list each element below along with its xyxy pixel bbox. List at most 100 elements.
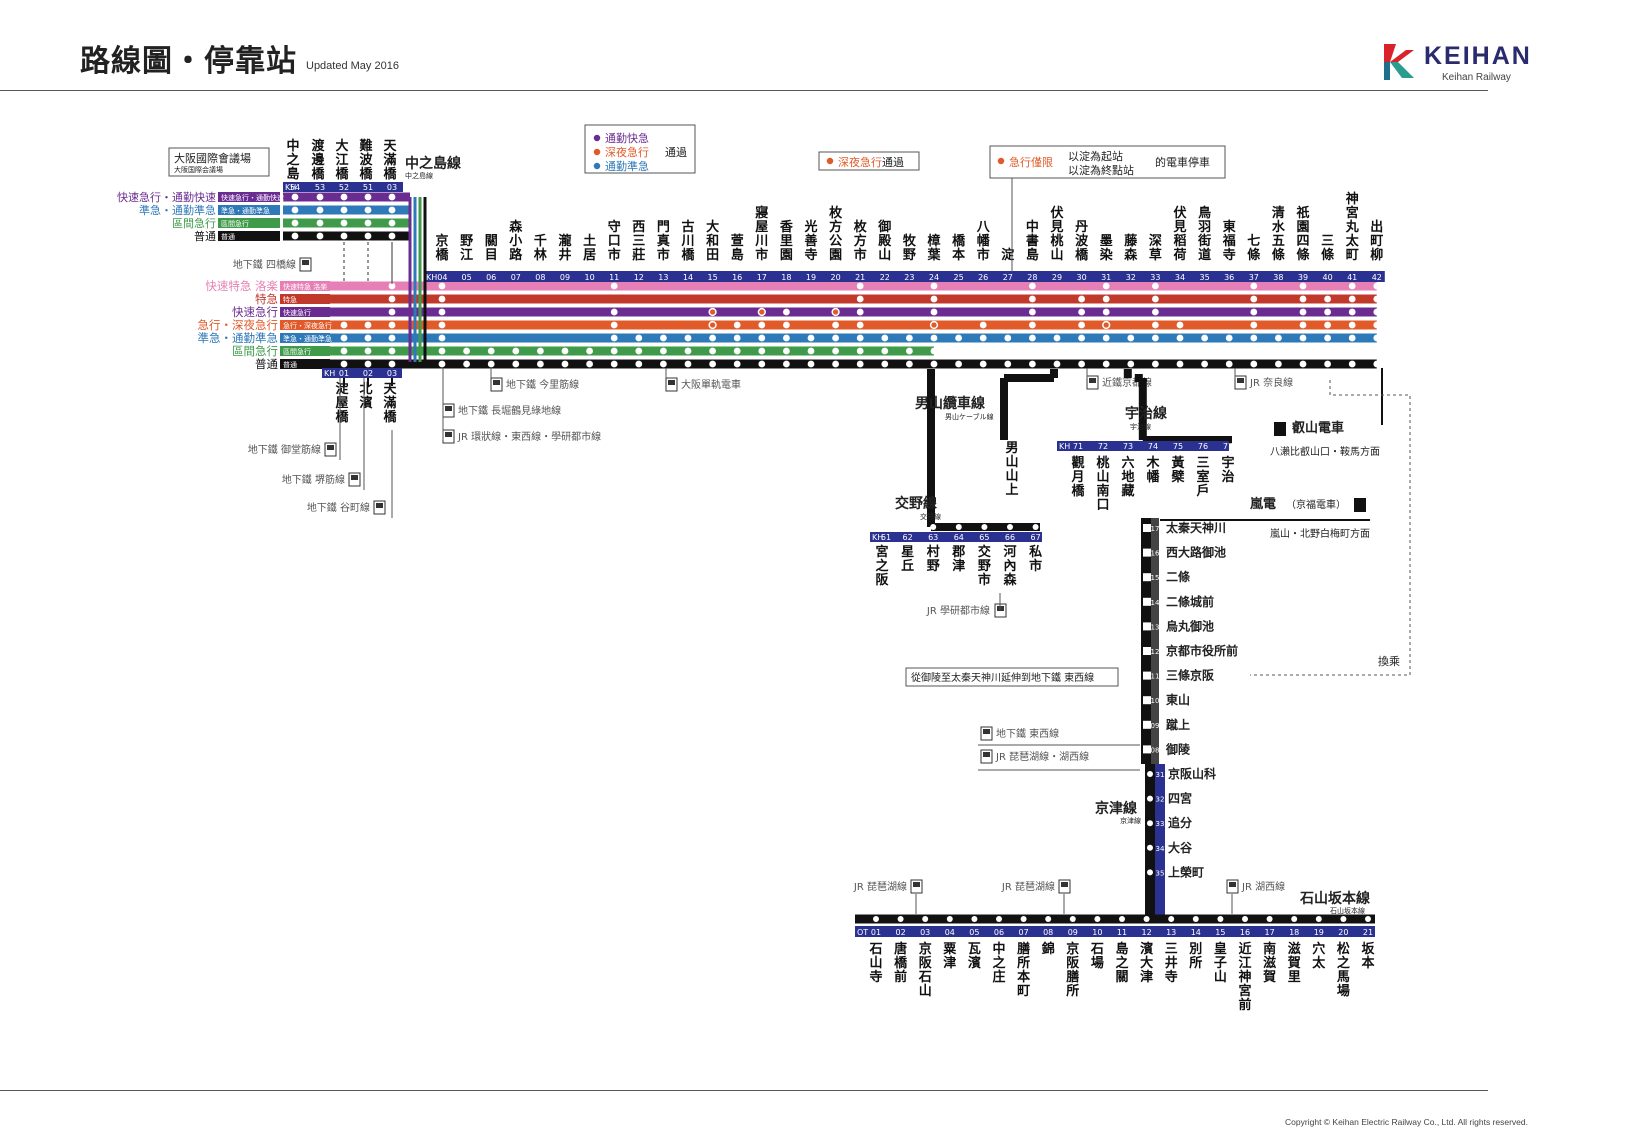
service-stop: [856, 321, 864, 329]
station-number: 15: [1215, 928, 1225, 937]
station-number: 05: [462, 273, 472, 282]
pass-marker: [592, 147, 602, 157]
station-name: 四宮: [1168, 791, 1192, 806]
station-dot: [1007, 524, 1013, 530]
station-dot: [981, 524, 988, 530]
pass-marker: [1102, 320, 1111, 330]
service-stop: [487, 360, 495, 368]
service-stop: [388, 321, 396, 329]
service-stop: [340, 360, 348, 368]
service-stop: [1299, 334, 1307, 342]
service-stop: [316, 206, 324, 214]
service-stop: [388, 193, 396, 201]
station-name: 大和田: [706, 219, 719, 263]
service-legend-tag-text: 普通: [283, 360, 297, 369]
station-number: 33: [1156, 820, 1165, 828]
station-name: 御殿山: [877, 219, 892, 263]
station-name: 滋賀里: [1287, 941, 1301, 985]
line-name: 中之島線: [405, 155, 461, 172]
station-number: 08: [1043, 928, 1053, 937]
service-stop: [364, 232, 372, 240]
station-name: 宇治: [1221, 455, 1234, 485]
station-number: 06: [486, 273, 496, 282]
service-stop: [1152, 282, 1159, 290]
pass-legend-box: [584, 124, 696, 174]
service-stop: [512, 360, 520, 368]
station-name: 祇園四條: [1295, 205, 1309, 263]
service-legend-tag-text: 快速特急 洛楽: [283, 282, 327, 291]
station-number: 08: [1151, 746, 1160, 754]
service-stop: [1348, 334, 1356, 342]
pass-marker: [831, 307, 840, 317]
station-number: 77: [1223, 442, 1233, 451]
station-number: 11: [609, 273, 619, 282]
service-legend-tag: [218, 218, 280, 228]
keihan-logo-mark-icon: [1384, 44, 1414, 80]
station-number: 05: [969, 928, 979, 937]
service-stop: [906, 334, 913, 342]
station-name: 萱島: [731, 233, 744, 263]
service-stop: [660, 347, 667, 355]
service-stop: [1348, 308, 1356, 316]
service-stop: [906, 360, 913, 368]
station-number: 16: [1151, 550, 1160, 558]
service-stop: [610, 308, 618, 316]
service-legend-label: 特急: [255, 292, 278, 306]
line-code: KH: [285, 183, 296, 192]
station-number: 26: [978, 273, 988, 282]
station-number: 13: [1151, 623, 1160, 631]
station-number: 63: [928, 533, 938, 542]
station-number: 64: [954, 533, 964, 542]
service-stop: [364, 206, 372, 214]
service-stop: [561, 347, 569, 355]
station-number: 39: [1298, 273, 1308, 282]
station-number: 12: [1151, 648, 1160, 656]
station-number: 21: [1363, 928, 1373, 937]
service-stop: [832, 321, 839, 329]
service-stop: [635, 347, 643, 355]
station-number: 17: [1265, 928, 1275, 937]
station-number: 31: [1101, 273, 1111, 282]
service-stop: [807, 334, 815, 342]
transfer-label: 地下鐵 四橋線: [233, 258, 296, 271]
service-legend-label: 普通: [255, 357, 278, 371]
transfer-label: JR 奈良線: [1249, 376, 1293, 389]
station-name: 丹波橋: [1075, 220, 1089, 263]
station-number-bar: [283, 182, 403, 192]
venue-sub: 大阪国際会議場: [174, 165, 223, 174]
late-legend-suffix: 通過: [882, 156, 904, 169]
service-stop: [1275, 334, 1282, 342]
venue-box: [168, 147, 270, 177]
station-number: 53: [315, 183, 325, 192]
service-stop: [709, 334, 716, 342]
service-stop: [733, 334, 741, 342]
station-number: 67: [1031, 533, 1041, 542]
service-legend-tag-text: 準急・通勤準急: [283, 334, 332, 343]
station-name: 星丘: [901, 545, 914, 574]
service-stop: [1029, 295, 1036, 303]
station-dot: [1143, 696, 1151, 705]
service-stop: [758, 334, 766, 342]
express-legend-suffix: 的電車停車: [1155, 155, 1210, 169]
service-stop: [1225, 360, 1233, 368]
station-dot: [1217, 916, 1224, 922]
service-stop: [1348, 360, 1356, 368]
station-name: 三條京阪: [1166, 668, 1215, 683]
line-code: KH: [324, 369, 335, 378]
rail-transfer-icon: [445, 406, 452, 411]
pass-marker: [757, 307, 766, 317]
brand-name: KEIHAN: [1424, 42, 1532, 70]
service-stop: [1250, 282, 1258, 290]
station-dot: [879, 524, 885, 530]
service-stop: [1324, 334, 1331, 342]
station-name: 京橋: [435, 233, 449, 263]
rail-transfer-icon: [1229, 882, 1236, 887]
service-legend-tag: [218, 231, 280, 241]
station-number: 17: [757, 273, 767, 282]
service-stop: [610, 360, 618, 368]
service-stop: [364, 219, 372, 227]
station-name: 河內森: [1003, 544, 1017, 588]
station-number: 35: [1156, 869, 1165, 877]
service-stop: [758, 347, 766, 355]
station-number: 66: [1005, 533, 1015, 542]
